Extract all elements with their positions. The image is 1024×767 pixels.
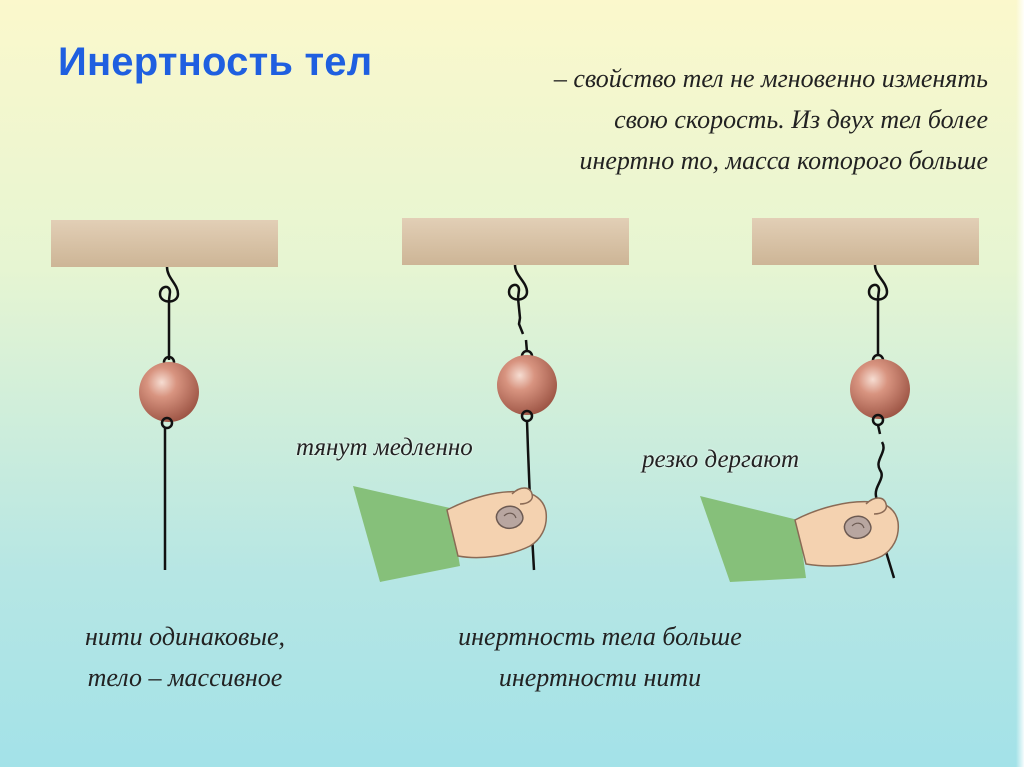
pulling-hand [353, 486, 548, 582]
hand-knuckle-line [503, 512, 517, 519]
definition-line-1: – свойство тел не мгновенно изменять [553, 64, 988, 93]
hand-fingers [843, 515, 872, 540]
caption-right-line-1: инертность тела больше [458, 622, 742, 651]
hook [867, 264, 889, 301]
setup-sharp-jerk [700, 218, 979, 582]
hand-fingers [495, 505, 524, 530]
jerking-hand [700, 496, 900, 582]
caption-right-line-2: инертности нити [498, 663, 702, 692]
ceiling-beam [402, 218, 629, 265]
slide-title: Инертность тел [58, 40, 373, 84]
hook [507, 264, 529, 301]
caption-identical-threads: нити одинаковые, тело – массивное [40, 616, 330, 698]
slide-edge [1016, 0, 1024, 767]
massive-ball [497, 355, 557, 415]
hand-thumb [511, 487, 534, 505]
sleeve [700, 496, 806, 582]
inertia-definition: – свойство тел не мгновенно изменять сво… [428, 58, 988, 181]
sharp-jerk-label: резко дергают [642, 446, 799, 473]
slow-pull-label: тянут медленно [296, 434, 473, 461]
caption-left-line-2: тело – массивное [87, 663, 283, 692]
broken-upper-thread [516, 297, 525, 335]
definition-line-3: инертно то, масса которого больше [579, 146, 988, 175]
sleeve [353, 486, 460, 582]
massive-ball [850, 359, 910, 419]
massive-ball [139, 362, 199, 422]
hand-knuckle-line [851, 522, 865, 529]
setup-static [51, 220, 278, 570]
caption-body-inertia: инертность тела больше инертности нити [410, 616, 790, 698]
ceiling-beam [51, 220, 278, 267]
caption-left-line-1: нити одинаковые, [85, 622, 285, 651]
hand-palm [446, 490, 548, 559]
definition-line-2: свою скорость. Из двух тел более [614, 105, 988, 134]
ceiling-beam [752, 218, 979, 265]
broken-lower-thread-top [876, 424, 882, 435]
setup-slow-pull [353, 218, 629, 582]
ring-bottom [160, 416, 174, 430]
hand-thumb [865, 497, 888, 515]
hook [158, 266, 180, 303]
